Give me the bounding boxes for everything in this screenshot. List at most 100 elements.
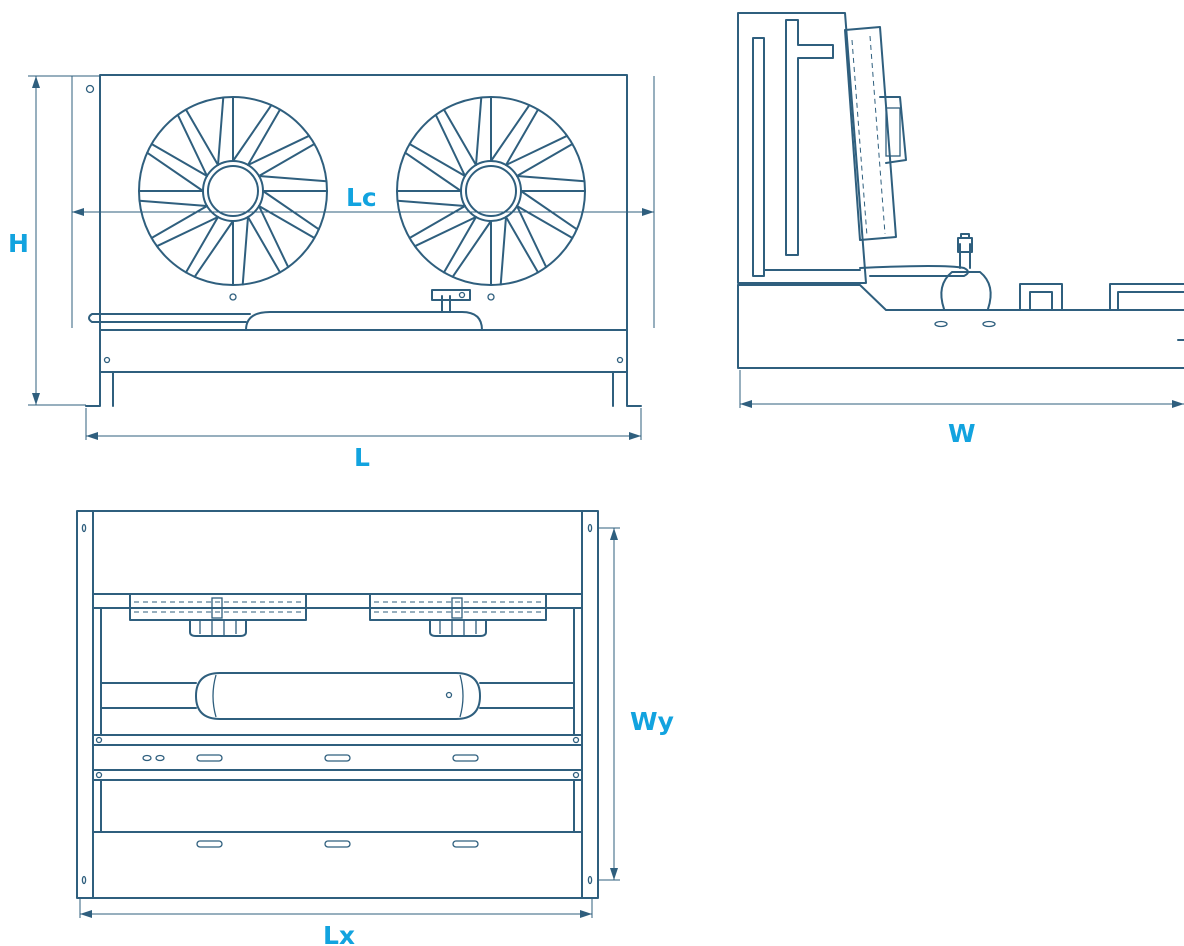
receiver-pipes bbox=[100, 682, 575, 709]
slot bbox=[324, 754, 351, 762]
tilted-coil bbox=[844, 26, 897, 241]
fan-motor bbox=[879, 96, 907, 164]
slot bbox=[324, 840, 351, 848]
fan-spoke bbox=[257, 143, 316, 177]
fan-blade bbox=[505, 134, 569, 167]
side-receiver bbox=[940, 271, 992, 310]
coil-hidden-lines bbox=[851, 35, 886, 237]
length-x-label: Lx bbox=[323, 921, 355, 946]
bolt bbox=[572, 771, 580, 779]
fan-blade bbox=[232, 104, 273, 162]
fan-left bbox=[138, 96, 328, 301]
width-label: W bbox=[948, 419, 976, 448]
service-valve bbox=[431, 289, 471, 313]
fan-spoke bbox=[185, 215, 219, 274]
fan-blade bbox=[434, 113, 467, 177]
width-y-label: Wy bbox=[630, 707, 674, 736]
slot-hole bbox=[155, 754, 165, 762]
coil-left bbox=[129, 593, 307, 621]
fan-blade bbox=[515, 205, 548, 269]
slot bbox=[452, 840, 479, 848]
right-foot bbox=[612, 371, 642, 407]
side-view: W bbox=[737, 12, 1184, 448]
liquid-receiver bbox=[245, 311, 483, 331]
cross-member bbox=[92, 831, 583, 899]
fan-blade bbox=[262, 190, 320, 231]
fan-spoke bbox=[443, 108, 477, 167]
fan-spoke bbox=[505, 108, 539, 167]
fan-spoke bbox=[247, 108, 281, 167]
dimension-l bbox=[85, 408, 642, 440]
motor-ribs bbox=[439, 620, 477, 636]
fan-spoke bbox=[185, 108, 219, 167]
dimension-w bbox=[739, 370, 1184, 408]
left-rail bbox=[76, 510, 94, 899]
fan-spoke bbox=[515, 205, 574, 239]
rail-hole bbox=[587, 523, 593, 533]
coil-bracket bbox=[211, 597, 223, 619]
motor-right bbox=[429, 619, 487, 637]
fan-blade bbox=[499, 215, 507, 286]
slot-hole bbox=[934, 320, 948, 328]
front-view: H Lc L bbox=[8, 74, 655, 472]
motor-ribs bbox=[199, 620, 237, 636]
fan-blade bbox=[515, 175, 586, 183]
slot-hole bbox=[142, 754, 152, 762]
right-rail bbox=[581, 510, 599, 899]
dimension-h bbox=[28, 75, 100, 406]
mounting-hole bbox=[103, 356, 111, 364]
rail-hole bbox=[81, 875, 87, 885]
fan-blade bbox=[193, 220, 234, 278]
cross-member bbox=[92, 734, 583, 746]
fan-right bbox=[396, 96, 586, 301]
fan-spoke bbox=[515, 143, 574, 177]
receiver-end-caps bbox=[212, 674, 464, 718]
left-foot bbox=[85, 371, 114, 407]
fan-blade bbox=[257, 175, 328, 183]
top-view: Wy Lx bbox=[76, 510, 674, 946]
fan-spoke bbox=[257, 205, 316, 239]
side-pipe bbox=[859, 265, 969, 277]
fan-bolt bbox=[229, 293, 237, 301]
bolt bbox=[95, 736, 103, 744]
panel-rail bbox=[752, 37, 765, 277]
coil-length-label: Lc bbox=[346, 183, 377, 212]
fan-spoke bbox=[150, 205, 209, 239]
fan-blade bbox=[217, 96, 225, 167]
front-base bbox=[99, 329, 628, 373]
coil-right bbox=[369, 593, 547, 621]
slot bbox=[452, 754, 479, 762]
fan-spoke bbox=[408, 205, 467, 239]
inner-frame bbox=[100, 607, 575, 736]
dimension-wy bbox=[598, 527, 620, 881]
mounting-hole bbox=[616, 356, 624, 364]
fan-blade bbox=[404, 151, 462, 192]
motor-body bbox=[885, 107, 901, 157]
fan-blade bbox=[247, 134, 311, 167]
inner-frame bbox=[100, 779, 575, 833]
motor-left bbox=[189, 619, 247, 637]
fan-blade bbox=[257, 205, 290, 269]
fan-blades bbox=[396, 96, 586, 286]
valve-cap bbox=[960, 233, 970, 239]
bolt bbox=[572, 736, 580, 744]
fan-bolt bbox=[487, 293, 495, 301]
dimension-lx bbox=[79, 898, 593, 918]
rail-hole bbox=[81, 523, 87, 533]
fan-spoke bbox=[408, 143, 467, 177]
fan-blade bbox=[396, 199, 467, 207]
receiver-port bbox=[445, 691, 453, 699]
base-body bbox=[737, 284, 1184, 369]
cross-member bbox=[92, 769, 583, 781]
dimension-lc bbox=[71, 76, 655, 328]
fan-spoke bbox=[247, 215, 281, 274]
fan-blade bbox=[146, 151, 204, 192]
fan-blade bbox=[176, 113, 209, 177]
base-top bbox=[737, 284, 1184, 311]
length-label: L bbox=[354, 443, 370, 472]
support-bracket bbox=[1019, 283, 1063, 311]
fan-blade bbox=[490, 104, 531, 162]
mounting-hole bbox=[85, 84, 95, 94]
fan-blade bbox=[138, 199, 209, 207]
